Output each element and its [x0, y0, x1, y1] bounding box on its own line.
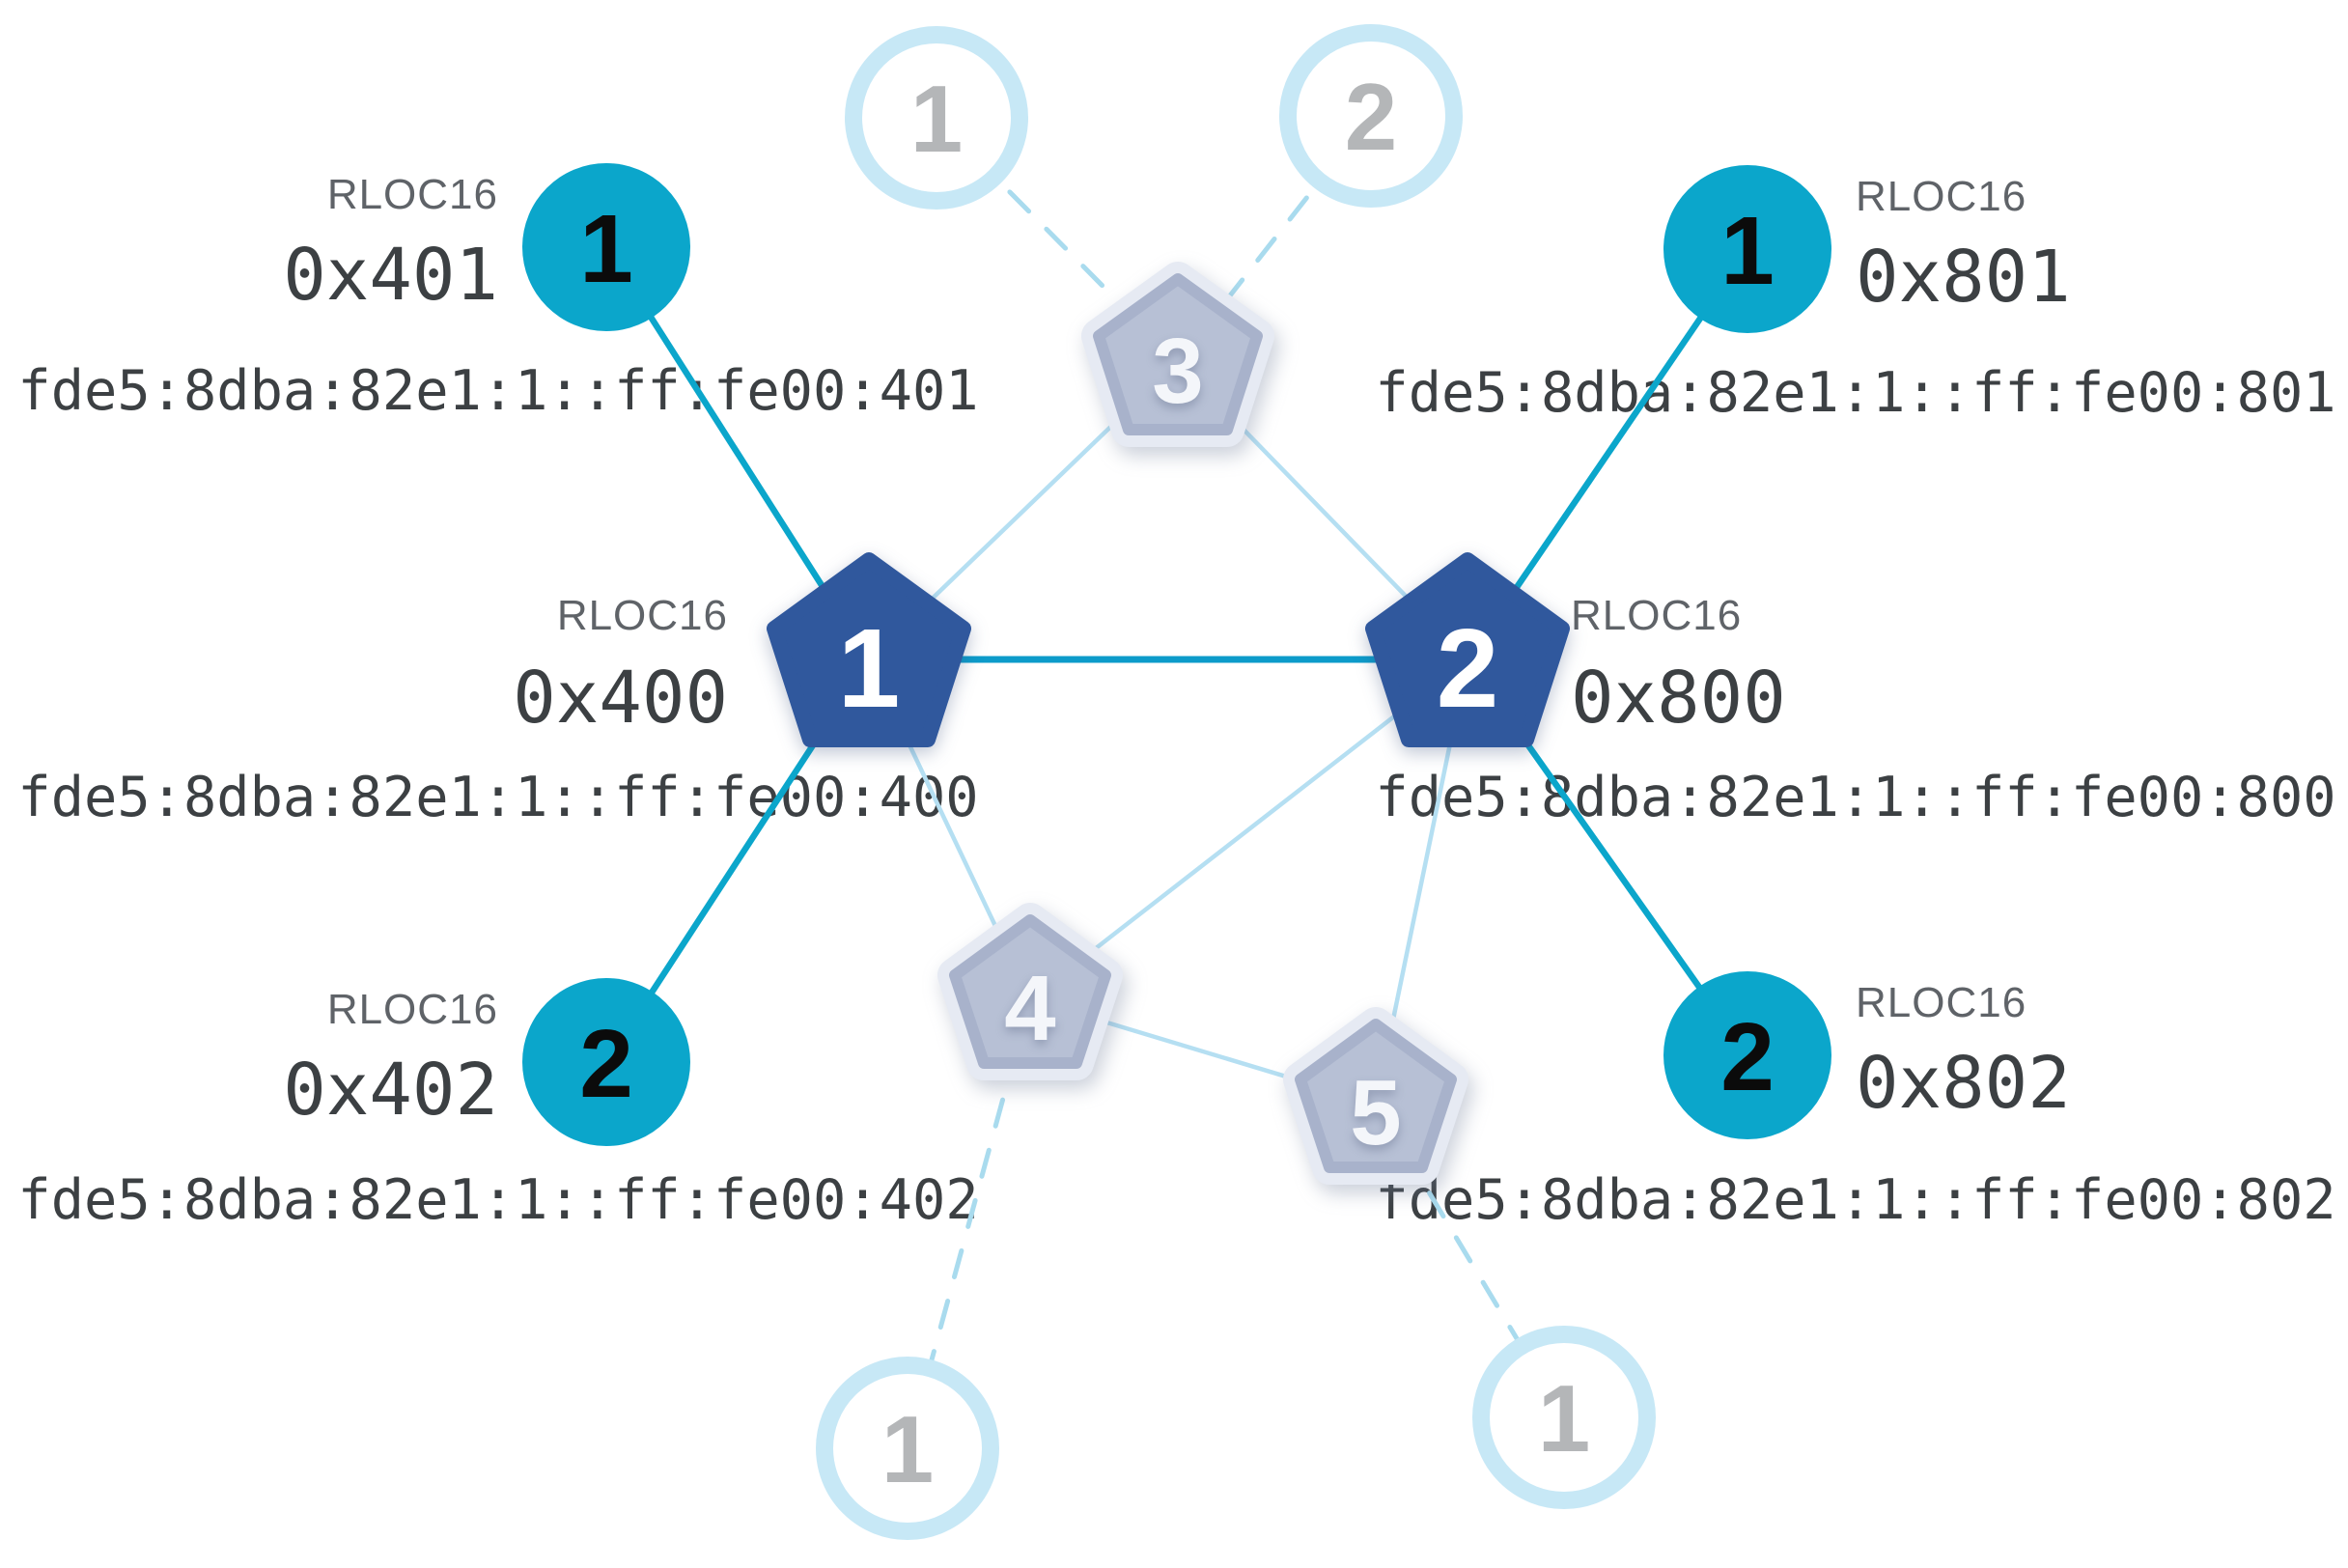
faded-end-device-digit: 1: [881, 1396, 935, 1502]
node-faded-router5: 5: [1283, 1007, 1468, 1185]
rloc16-label-0x800: RLOC16: [1571, 592, 1742, 639]
faded-end-device-digit: 1: [910, 66, 964, 172]
node-faded-router4: 4: [937, 903, 1123, 1080]
node-end-device-401: 1: [522, 163, 690, 331]
router-pentagon: [767, 552, 971, 747]
end-device-digit: 2: [1720, 1003, 1775, 1111]
faded-end-device-circle: [816, 1357, 999, 1540]
router-pentagon: [1365, 552, 1570, 747]
rloc16-label-0x801: RLOC16: [1856, 173, 2027, 220]
router-digit: 1: [838, 605, 901, 731]
end-device-circle: [1663, 165, 1831, 333]
faded-end-device-circle: [845, 26, 1028, 210]
ipv6-address-0x402: fde5:8dba:82e1:1::ff:fe00:402: [17, 1168, 978, 1232]
faded-router-digit: 5: [1350, 1061, 1401, 1164]
faded-end-device-digit: 2: [1345, 64, 1398, 170]
faded-router-pentagon: [1295, 1019, 1457, 1173]
node-end-device-402: 2: [522, 978, 690, 1146]
end-device-digit: 2: [579, 1010, 633, 1118]
rloc16-label-0x400: RLOC16: [557, 592, 728, 639]
faded-router-pentagon: [949, 914, 1111, 1069]
end-device-circle: [1663, 971, 1831, 1139]
end-device-digit: 1: [579, 195, 633, 303]
faded-end-device-circle: [1472, 1326, 1656, 1509]
faded-router-pentagon: [1093, 273, 1263, 435]
faded-end-device-digit: 1: [1538, 1365, 1591, 1471]
rloc16-value-0x801: 0x801: [1856, 236, 2071, 319]
ipv6-address-0x401: fde5:8dba:82e1:1::ff:fe00:401: [17, 359, 978, 423]
node-router2: 2: [1365, 552, 1570, 747]
rloc16-value-0x401: 0x401: [283, 234, 498, 317]
rloc16-label-0x401: RLOC16: [327, 171, 498, 218]
end-device-circle: [522, 163, 690, 331]
node-faded-end-device-bottom2: 1: [1472, 1326, 1656, 1509]
ipv6-address-0x400: fde5:8dba:82e1:1::ff:fe00:400: [17, 766, 978, 829]
rloc16-value-0x400: 0x400: [513, 657, 728, 740]
node-faded-router3: 3: [1081, 262, 1274, 447]
node-labels: RLOC16 0x401 fde5:8dba:82e1:1::ff:fe00:4…: [17, 171, 2335, 1232]
ipv6-address-0x800: fde5:8dba:82e1:1::ff:fe00:800: [1375, 766, 2335, 829]
rloc16-label-0x402: RLOC16: [327, 986, 498, 1033]
node-end-device-802: 2: [1663, 971, 1831, 1139]
end-device-digit: 1: [1720, 197, 1775, 305]
faded-router-digit: 3: [1152, 320, 1203, 423]
ipv6-address-0x801: fde5:8dba:82e1:1::ff:fe00:801: [1375, 361, 2335, 425]
node-faded-end-device-bottom1: 1: [816, 1357, 999, 1540]
faded-router-digit: 4: [1004, 957, 1055, 1060]
rloc16-value-0x802: 0x802: [1856, 1042, 2071, 1125]
node-faded-end-device-top2: 2: [1279, 24, 1463, 208]
end-device-circle: [522, 978, 690, 1146]
node-faded-end-device-top1: 1: [845, 26, 1028, 210]
ipv6-address-0x802: fde5:8dba:82e1:1::ff:fe00:802: [1375, 1168, 2335, 1232]
rloc16-label-0x802: RLOC16: [1856, 979, 2027, 1026]
node-router1: 1: [767, 552, 971, 747]
faded-end-device-circle: [1279, 24, 1463, 208]
node-end-device-801: 1: [1663, 165, 1831, 333]
router-digit: 2: [1437, 605, 1499, 731]
rloc16-value-0x800: 0x800: [1571, 657, 1786, 740]
rloc16-value-0x402: 0x402: [283, 1049, 498, 1132]
